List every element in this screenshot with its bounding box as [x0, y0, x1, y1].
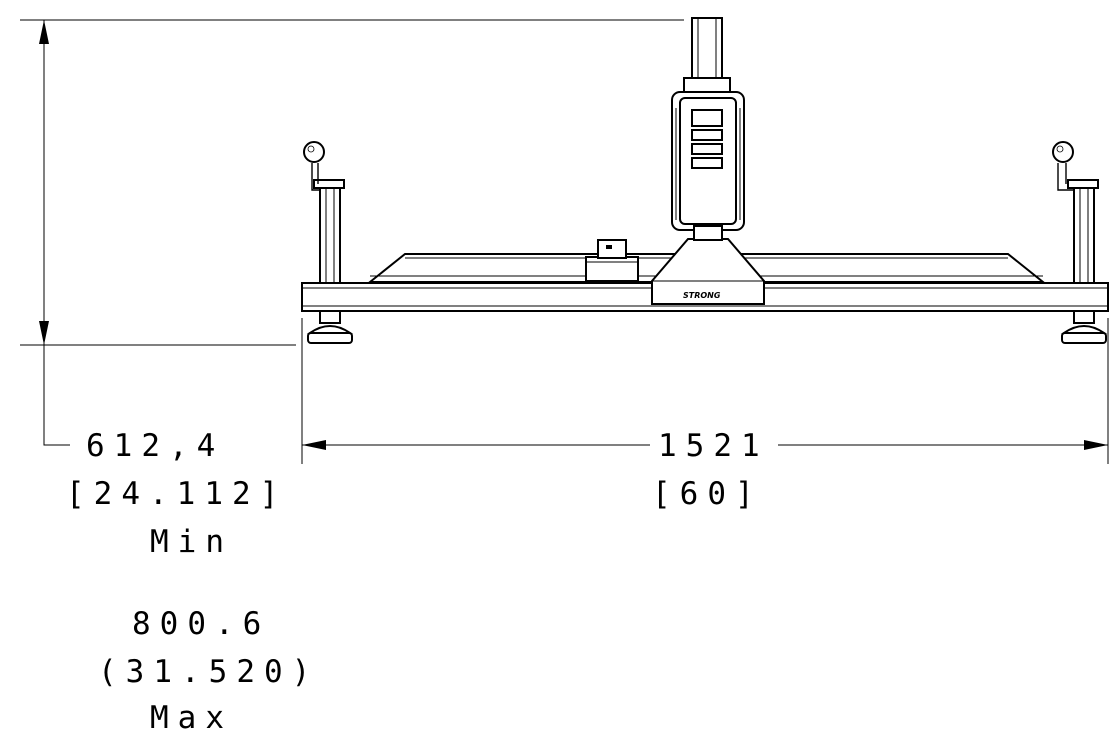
arrow-right-icon [1084, 440, 1108, 450]
arrow-down-icon [39, 321, 49, 345]
left-foot-pad [307, 332, 353, 344]
tool-column [671, 17, 745, 241]
right-post [1052, 141, 1099, 285]
right-handle-knob-icon [1052, 141, 1074, 163]
height-min-label: Min [150, 524, 233, 560]
height-min-value: 612,4 [86, 428, 224, 464]
clamp-block [585, 239, 639, 282]
left-post [303, 141, 345, 285]
height-max-value: 800.6 [132, 606, 270, 642]
width-value: 1521 [658, 428, 769, 464]
control-button-3 [691, 157, 723, 169]
height-max-imperial: (31.520) [98, 654, 319, 690]
height-min-imperial: [24.112] [66, 476, 287, 512]
height-dimension [20, 19, 684, 446]
left-leveling-foot [306, 310, 354, 344]
width-dimension [301, 318, 1109, 464]
height-max-label: Max [150, 700, 233, 730]
right-handle-stem [1057, 163, 1074, 191]
clamp-block-body [585, 256, 639, 282]
width-imperial: [60] [652, 476, 763, 512]
brand-logo: STRONG [683, 291, 721, 300]
dimension-labels: 612,4 [24.112] Min 800.6 (31.520) Max 15… [66, 428, 769, 730]
left-handle-stem [311, 163, 320, 191]
arrow-left-icon [302, 440, 326, 450]
column-bottom-joint [693, 225, 723, 241]
height-leader-line [43, 345, 70, 446]
arrow-up-icon [39, 20, 49, 44]
machine-front-view: STRONG [301, 17, 1109, 344]
right-leveling-foot [1060, 310, 1108, 344]
left-post-tube [319, 183, 341, 285]
right-post-collar [1067, 179, 1099, 189]
control-button-1 [691, 129, 723, 141]
right-foot-pad [1061, 332, 1107, 344]
control-button-2 [691, 143, 723, 155]
right-post-tube [1073, 183, 1095, 285]
left-post-collar [313, 179, 345, 189]
left-handle-knob-icon [303, 141, 325, 163]
display-screen-icon [691, 109, 723, 127]
center-support: STRONG [651, 238, 765, 305]
